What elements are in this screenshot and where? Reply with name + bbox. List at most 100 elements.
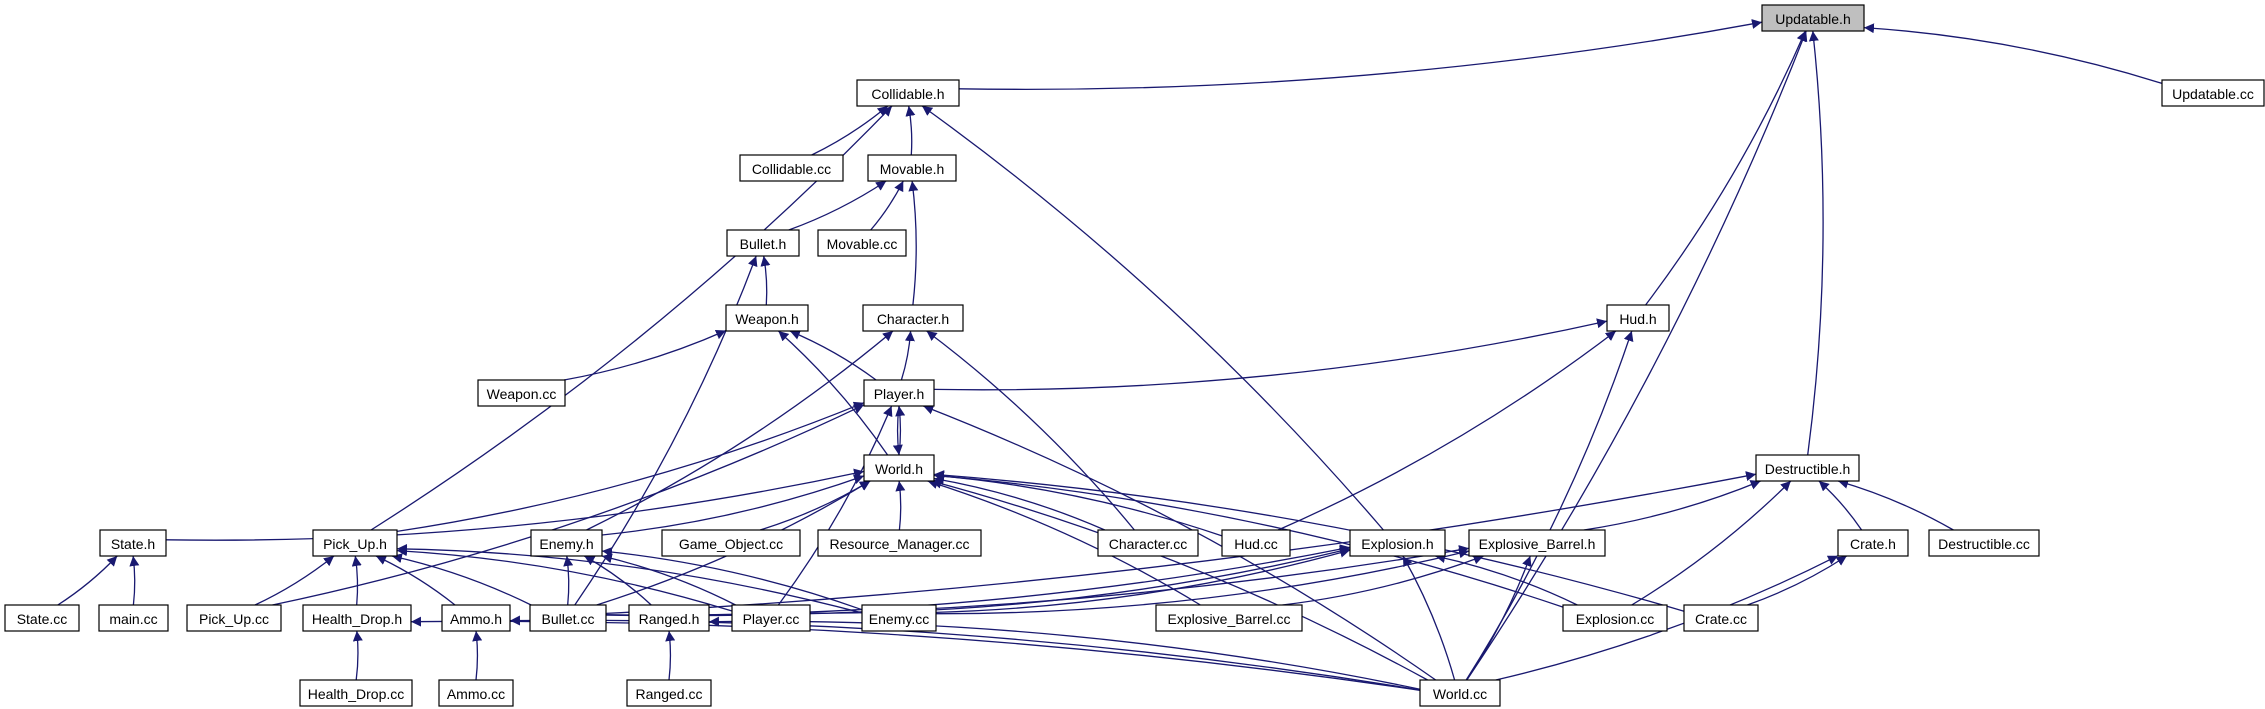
node-box (1221, 529, 1291, 557)
edge-player-cc-to-explosion-h (809, 546, 1351, 614)
node-state-h[interactable]: State.h (99, 529, 167, 557)
node-explosion-h[interactable]: Explosion.h (1349, 529, 1446, 557)
node-label: Weapon.cc (487, 386, 557, 402)
node-character-cc[interactable]: Character.cc (1097, 529, 1199, 557)
edge-world-cc-to-player-h (923, 404, 1437, 681)
node-crate-cc[interactable]: Crate.cc (1683, 604, 1759, 632)
edge-collidable-h-to-updatable-h (958, 19, 1763, 90)
edge-enemy-cc-to-explosion-h (935, 547, 1351, 614)
node-label: Hud.cc (1234, 536, 1278, 552)
node-weapon-h[interactable]: Weapon.h (725, 304, 809, 332)
node-ranged-h[interactable]: Ranged.h (628, 604, 710, 632)
node-bullet-h[interactable]: Bullet.h (726, 229, 800, 257)
node-movable-cc[interactable]: Movable.cc (817, 229, 907, 257)
edge-enemy-cc-to-pick-up-h (396, 543, 863, 614)
node-label: Health_Drop.cc (308, 686, 405, 702)
node-ranged-cc[interactable]: Ranged.cc (626, 679, 712, 707)
edge-character-cc-to-character-h (926, 330, 1135, 531)
edge-ranged-cc-to-ranged-h (665, 630, 676, 681)
node-box (529, 604, 607, 632)
node-explosive-barrel-h[interactable]: Explosive_Barrel.h (1468, 529, 1606, 557)
edge-enemy-h-to-world-h (601, 474, 865, 536)
edge-pick-up-cc-to-player-h (272, 404, 865, 606)
edge-hud-h-to-updatable-h (1645, 30, 1807, 306)
node-ammo-h[interactable]: Ammo.h (441, 604, 511, 632)
node-health-drop-h[interactable]: Health_Drop.h (302, 604, 412, 632)
edges-layer (57, 19, 2163, 691)
edge-health-drop-h-to-pick-up-h (351, 555, 362, 606)
node-box (817, 529, 982, 557)
node-label: Character.h (877, 311, 949, 327)
node-label: Pick_Up.cc (199, 611, 269, 627)
node-destructible-cc[interactable]: Destructible.cc (1928, 529, 2040, 557)
edge-crate-cc-to-crate-h (1747, 555, 1848, 606)
node-label: Enemy.h (539, 536, 593, 552)
node-collidable-cc[interactable]: Collidable.cc (739, 154, 844, 182)
edge-explosion-cc-to-destructible-h (1631, 480, 1792, 606)
node-box (817, 229, 907, 257)
node-box (441, 604, 511, 632)
node-label: Explosive_Barrel.cc (1168, 611, 1291, 627)
node-label: Ranged.h (639, 611, 700, 627)
node-label: Resource_Manager.cc (829, 536, 969, 552)
node-resource-manager-cc[interactable]: Resource_Manager.cc (817, 529, 982, 557)
node-hud-cc[interactable]: Hud.cc (1221, 529, 1291, 557)
node-state-cc[interactable]: State.cc (4, 604, 80, 632)
node-enemy-cc[interactable]: Enemy.cc (861, 604, 937, 632)
edge-world-cc-to-explosion-h (1402, 555, 1456, 681)
edge-player-h-to-world-h (892, 405, 903, 456)
node-crate-h[interactable]: Crate.h (1837, 529, 1909, 557)
node-label: World.h (875, 461, 923, 477)
edge-explosive-barrel-h-to-destructible-h (1583, 480, 1761, 531)
node-pick-up-cc[interactable]: Pick_Up.cc (186, 604, 282, 632)
edge-world-cc-to-explosive-barrel-h (1466, 555, 1532, 681)
node-updatable-cc[interactable]: Updatable.cc (2161, 79, 2265, 107)
node-label: Crate.h (1850, 536, 1896, 552)
node-explosion-cc[interactable]: Explosion.cc (1562, 604, 1668, 632)
node-label: Updatable.h (1775, 11, 1851, 27)
edge-hud-cc-to-world-h (933, 471, 1223, 537)
node-label: Ammo.cc (447, 686, 505, 702)
node-label: Destructible.h (1765, 461, 1851, 477)
node-box (1928, 529, 2040, 557)
node-game-object-cc[interactable]: Game_Object.cc (661, 529, 801, 557)
node-label: Explosion.h (1361, 536, 1433, 552)
node-main-cc[interactable]: main.cc (98, 604, 169, 632)
node-weapon-cc[interactable]: Weapon.cc (477, 379, 566, 407)
node-character-h[interactable]: Character.h (862, 304, 964, 332)
node-movable-h[interactable]: Movable.h (867, 154, 957, 182)
node-box (186, 604, 282, 632)
node-ammo-cc[interactable]: Ammo.cc (438, 679, 514, 707)
node-destructible-h[interactable]: Destructible.h (1755, 454, 1860, 482)
edge-player-h-to-hud-h (933, 318, 1608, 391)
node-world-h[interactable]: World.h (863, 454, 935, 482)
node-player-h[interactable]: Player.h (863, 379, 935, 407)
node-box (1419, 679, 1501, 707)
edge-collidable-cc-to-collidable-h (811, 105, 889, 156)
node-label: Weapon.h (735, 311, 799, 327)
node-updatable-h[interactable]: Updatable.h (1761, 4, 1865, 32)
node-label: Health_Drop.h (312, 611, 402, 627)
node-explosive-barrel-cc[interactable]: Explosive_Barrel.cc (1155, 604, 1303, 632)
node-player-cc[interactable]: Player.cc (731, 604, 811, 632)
node-box (1562, 604, 1668, 632)
node-box (1606, 304, 1670, 332)
node-enemy-h[interactable]: Enemy.h (530, 529, 603, 557)
node-health-drop-cc[interactable]: Health_Drop.cc (299, 679, 413, 707)
node-hud-h[interactable]: Hud.h (1606, 304, 1670, 332)
node-label: Explosive_Barrel.h (1479, 536, 1596, 552)
node-label: Movable.cc (827, 236, 898, 252)
node-label: Updatable.cc (2172, 86, 2254, 102)
node-label: Player.h (874, 386, 925, 402)
node-collidable-h[interactable]: Collidable.h (856, 79, 960, 107)
edge-bullet-cc-to-pick-up-h (391, 553, 532, 606)
node-pick-up-h[interactable]: Pick_Up.h (312, 529, 398, 557)
node-world-cc[interactable]: World.cc (1419, 679, 1501, 707)
edge-weapon-h-to-bullet-h (760, 255, 771, 306)
edge-hud-cc-to-hud-h (1277, 330, 1617, 531)
edge-player-cc-to-player-h (777, 405, 893, 606)
node-bullet-cc[interactable]: Bullet.cc (529, 604, 607, 632)
edge-world-cc-to-ranged-h (708, 616, 1421, 690)
node-label: State.cc (17, 611, 68, 627)
node-label: Game_Object.cc (679, 536, 783, 552)
